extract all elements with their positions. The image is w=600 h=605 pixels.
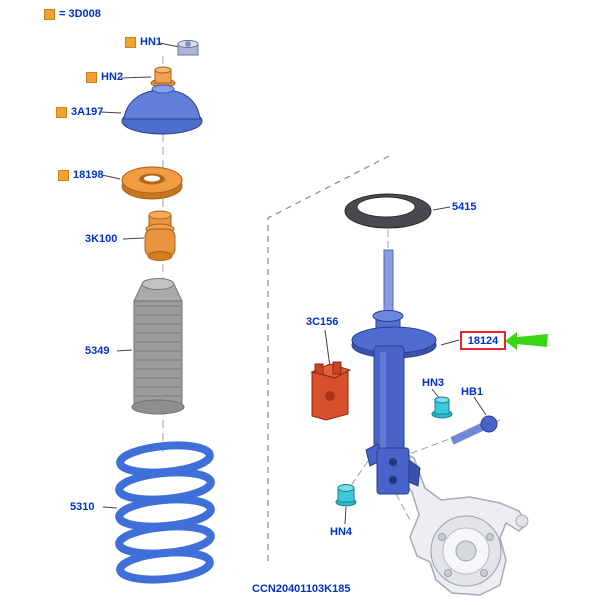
- part-label-hb1[interactable]: HB1: [461, 386, 483, 399]
- part-18198-bearing[interactable]: [121, 166, 183, 200]
- part-hn2-nut[interactable]: [150, 66, 176, 88]
- part-label-3a197[interactable]: 3A197: [56, 106, 103, 119]
- part-label-text: HB1: [461, 386, 484, 398]
- legend-marker-icon: [44, 9, 55, 20]
- part-label-hn4[interactable]: HN4: [330, 526, 352, 539]
- part-label-3k100[interactable]: 3K100: [85, 233, 117, 246]
- part-5310-coil-spring[interactable]: [115, 441, 215, 584]
- part-hb1-bolt[interactable]: [450, 415, 498, 445]
- part-hn4-nut[interactable]: [335, 484, 357, 507]
- part-label-text: 3K100: [85, 233, 118, 245]
- part-label-18198[interactable]: 18198: [58, 169, 104, 182]
- part-label-text: 5310: [70, 501, 95, 513]
- centerline-right: [349, 230, 501, 521]
- part-hn3-nut[interactable]: [431, 396, 453, 419]
- part-label-text: 5415: [452, 201, 477, 213]
- part-label-5415[interactable]: 5415: [452, 201, 476, 214]
- catalog-code: CCN20401103K185: [252, 583, 351, 595]
- part-label-text: HN4: [330, 526, 353, 538]
- part-knuckle-hub[interactable]: [394, 449, 529, 596]
- part-label-text: 18198: [73, 169, 104, 181]
- part-label-text: 18124: [467, 334, 499, 347]
- part-hn1-nut[interactable]: [177, 39, 199, 56]
- highlight-arrow-icon: [505, 332, 548, 350]
- part-3c156-bracket[interactable]: [310, 361, 352, 421]
- part-label-5349[interactable]: 5349: [85, 345, 109, 358]
- part-18124-strut[interactable]: [351, 249, 437, 495]
- part-marker-icon: [125, 37, 136, 48]
- legend: = 3D008: [44, 8, 101, 21]
- separator-dashed-line: [267, 155, 390, 563]
- part-label-5310[interactable]: 5310: [70, 501, 94, 514]
- part-3a197-strut-mount[interactable]: [121, 84, 203, 135]
- part-label-hn2[interactable]: HN2: [86, 71, 123, 84]
- part-label-hn3[interactable]: HN3: [422, 377, 444, 390]
- part-label-text: 3A197: [71, 106, 104, 118]
- part-label-text: 5349: [85, 345, 110, 357]
- part-label-hn1[interactable]: HN1: [125, 36, 162, 49]
- part-label-text: 3C156: [306, 316, 339, 328]
- part-label-text: HN1: [140, 36, 163, 48]
- part-5415-seat-ring[interactable]: [344, 193, 432, 229]
- part-label-text: HN2: [101, 71, 124, 83]
- part-marker-icon: [56, 107, 67, 118]
- part-3k100-bump-stop[interactable]: [144, 210, 176, 261]
- part-label-18124-highlighted[interactable]: 18124: [460, 331, 506, 350]
- part-label-text: HN3: [422, 377, 445, 389]
- part-marker-icon: [86, 72, 97, 83]
- legend-text: = 3D008: [59, 8, 101, 20]
- part-label-3c156[interactable]: 3C156: [306, 316, 338, 329]
- part-marker-icon: [58, 170, 69, 181]
- part-5349-dust-boot[interactable]: [131, 278, 185, 415]
